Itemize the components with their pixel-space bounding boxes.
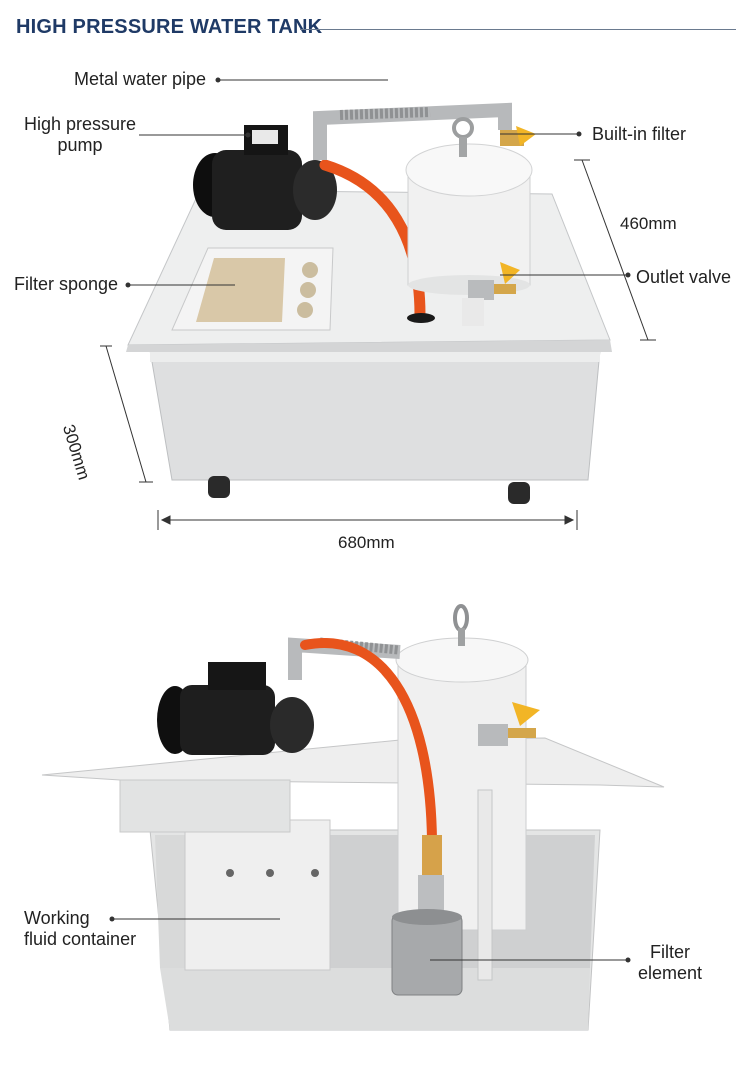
- label-pump-line1: High pressure: [23, 114, 137, 134]
- label-metal-water-pipe: Metal water pipe: [74, 69, 207, 89]
- built-in-filter-vessel: [405, 117, 533, 295]
- bottom-filter-vessel: [395, 604, 529, 931]
- tank-body: [149, 349, 601, 481]
- bottom-orange-hose: [300, 638, 437, 845]
- filter-element: [391, 875, 463, 996]
- high-pressure-pump: [193, 125, 337, 230]
- label-container-line2: fluid container: [24, 929, 137, 949]
- dimension-width: 680mm: [338, 533, 395, 552]
- label-outlet-valve: Outlet valve: [636, 267, 732, 287]
- dim-680: [157, 510, 578, 530]
- vertical-pipe: [477, 789, 493, 981]
- label-pump-line2: pump: [57, 135, 103, 155]
- bottom-pump: [157, 662, 314, 755]
- dimension-depth: 460mm: [620, 214, 677, 233]
- label-container-line1: Working: [24, 908, 90, 928]
- label-filter-sponge: Filter sponge: [14, 274, 119, 294]
- wheel-left: [208, 476, 230, 498]
- dim-460: [574, 159, 656, 341]
- bottom-product-photo: [41, 604, 665, 1031]
- label-working-fluid-container: Working fluid container: [24, 908, 136, 950]
- filter-sponge: [196, 258, 285, 322]
- divider-panel: [184, 819, 331, 971]
- label-filter-element: Filter element: [630, 942, 710, 984]
- wheel-right: [508, 482, 530, 504]
- label-built-in-filter: Built-in filter: [592, 124, 687, 144]
- title-rule: [300, 29, 736, 30]
- label-filter-element-line1: Filter: [650, 942, 690, 962]
- label-high-pressure-pump: High pressure pump: [16, 114, 144, 156]
- label-filter-element-line2: element: [637, 963, 703, 983]
- page-title: HIGH PRESSURE WATER TANK: [16, 16, 323, 38]
- top-product-photo: [100, 77, 656, 530]
- outlet-valve: [462, 262, 520, 326]
- bottom-outlet-valve-handle: [512, 702, 540, 726]
- dim-300: [100, 345, 153, 483]
